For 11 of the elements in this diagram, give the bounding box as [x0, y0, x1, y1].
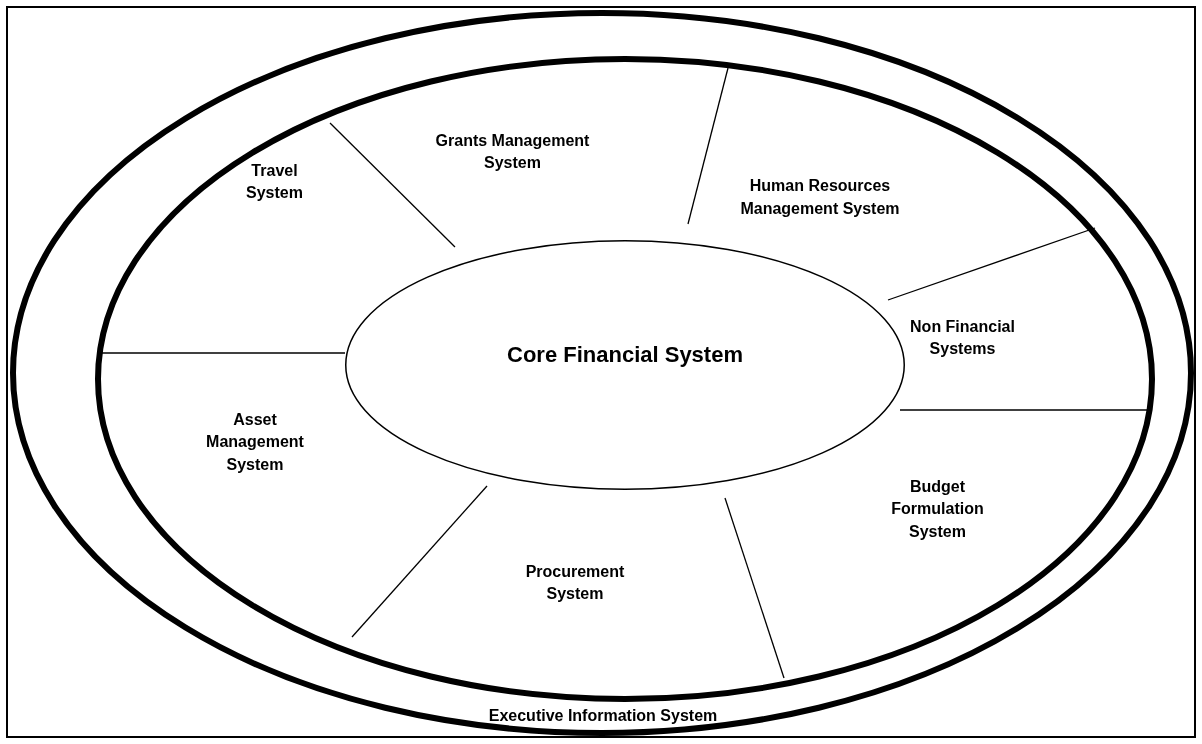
sector-label: Asset Management System — [200, 405, 310, 480]
sector-label: Grants Management System — [420, 127, 605, 177]
sector-label: Budget Formulation System — [890, 472, 985, 547]
sector-label: Non Financial Systems — [905, 313, 1020, 363]
core-label: Core Financial System — [506, 340, 744, 369]
sector-label: Procurement System — [515, 558, 635, 608]
ring-label: Executive Information System — [487, 705, 719, 726]
inner-ring — [95, 56, 1155, 702]
core-ellipse — [345, 240, 905, 490]
sector-label: Human Resources Management System — [730, 160, 910, 235]
sector-label: Travel System — [222, 157, 327, 207]
